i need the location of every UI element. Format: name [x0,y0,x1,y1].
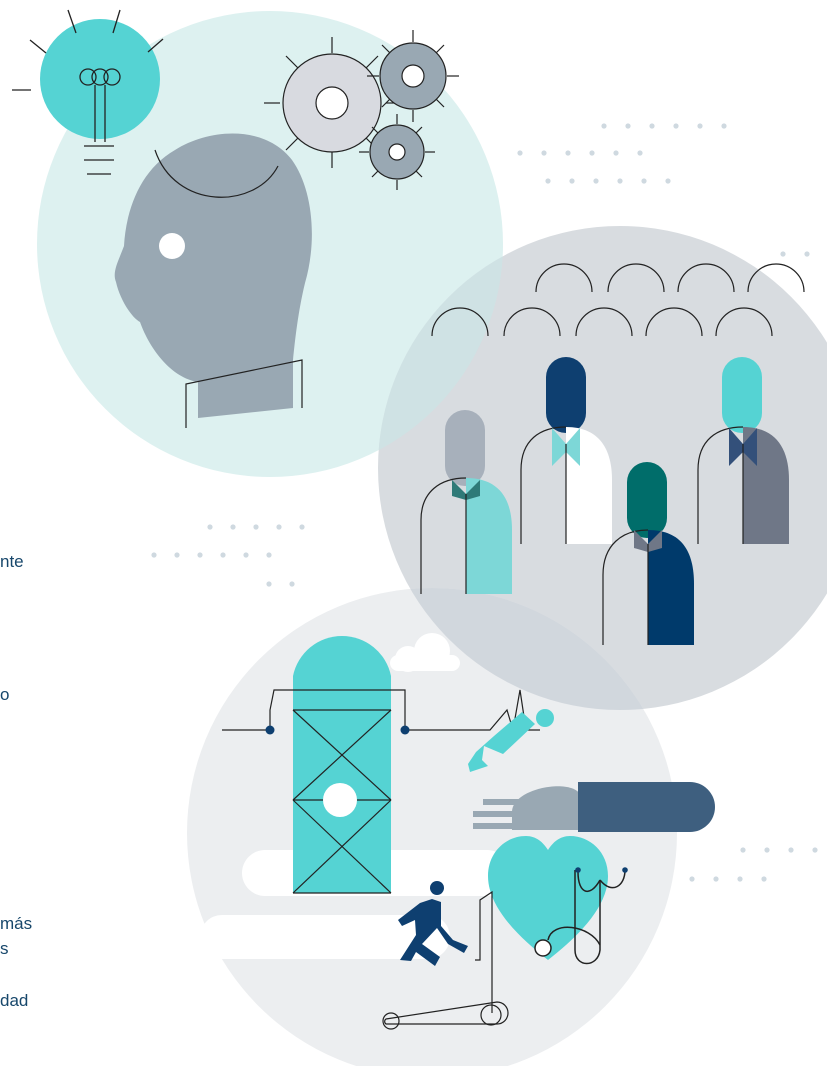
dot-grid-middle [151,524,305,587]
runner-treadmill-icon [382,881,509,1030]
lying-patient-icon [473,782,715,832]
text-fragment: s [0,939,9,958]
text-fragment: dad [0,991,29,1010]
gear-icon [367,30,459,122]
head-profile-icon [114,133,312,428]
gear-icon [359,114,435,190]
people-group-icon [420,357,789,645]
lightbulb-icon [12,9,164,175]
text-fragment: nte [0,552,24,571]
cloud-icon [390,633,460,672]
audience-arcs [431,263,805,337]
falling-person-icon [468,709,554,772]
medical-tower-icon [222,635,540,894]
dot-grid-bottom [689,847,818,882]
dot-grid-top [517,123,810,257]
text-fragment: o [0,685,10,704]
heart-stethoscope-icon [488,836,628,965]
text-fragment: más [0,914,33,933]
